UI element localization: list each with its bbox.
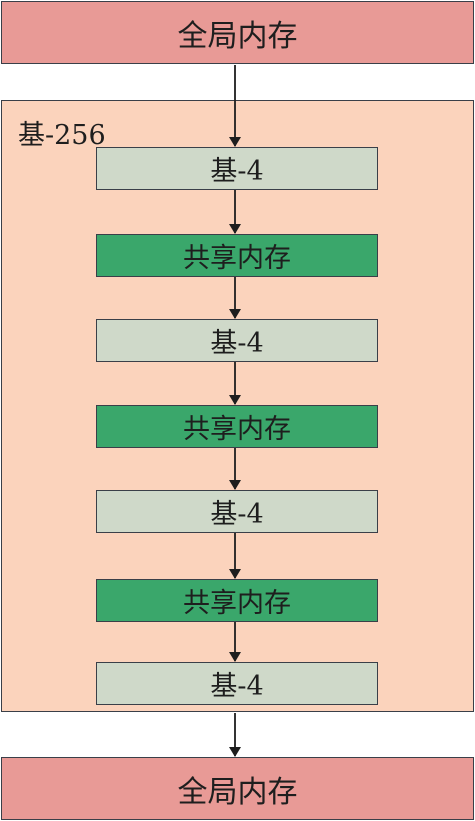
radix-4-stage-1-label: 基-4 bbox=[210, 156, 264, 187]
shared-memory-1: 共享内存 bbox=[96, 234, 378, 277]
radix-4-stage-2-label: 基-4 bbox=[210, 328, 264, 359]
shared-memory-3-label: 共享内存 bbox=[183, 588, 291, 619]
radix-4-stage-2: 基-4 bbox=[96, 319, 378, 362]
radix-4-stage-4: 基-4 bbox=[96, 662, 378, 705]
global-memory-bottom-label: 全局内存 bbox=[177, 774, 298, 810]
radix-4-stage-4-label: 基-4 bbox=[210, 671, 264, 702]
radix-4-stage-1: 基-4 bbox=[96, 147, 378, 190]
shared-memory-2-label: 共享内存 bbox=[183, 414, 291, 445]
global-memory-top: 全局内存 bbox=[1, 1, 474, 64]
shared-memory-2: 共享内存 bbox=[96, 405, 378, 448]
global-memory-bottom: 全局内存 bbox=[1, 757, 474, 820]
shared-memory-1-label: 共享内存 bbox=[183, 243, 291, 274]
global-memory-top-label: 全局内存 bbox=[177, 18, 298, 54]
radix-4-stage-3-label: 基-4 bbox=[210, 499, 264, 530]
shared-memory-3: 共享内存 bbox=[96, 579, 378, 622]
radix-4-stage-3: 基-4 bbox=[96, 490, 378, 533]
radix-256-label: 基-256 bbox=[18, 120, 106, 151]
